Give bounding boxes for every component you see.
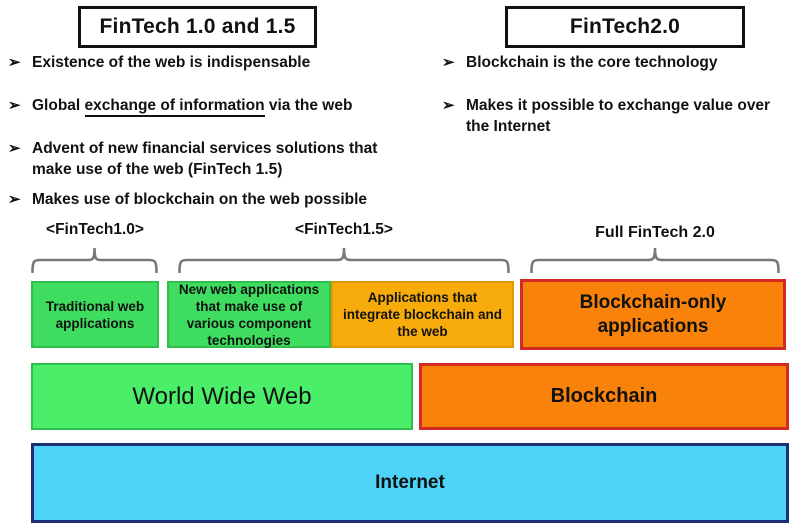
- box-traditional-web-apps: Traditional web applications: [31, 281, 159, 348]
- bullet-text: Advent of new financial services solutio…: [32, 140, 378, 178]
- box-blockchain-only-apps: Blockchain-only applications: [520, 279, 786, 350]
- title-box-fintech-2: FinTech2.0: [505, 6, 745, 48]
- box-label: Internet: [375, 472, 445, 493]
- bullet-text: Makes it possible to exchange value over…: [466, 97, 771, 135]
- label-fintech-1-5: <FinTech1.5>: [295, 221, 393, 238]
- box-internet: Internet: [31, 443, 789, 523]
- bullet-global-exchange: ➢ Global exchange of information via the…: [8, 95, 432, 117]
- box-label: Applications that integrate blockchain a…: [342, 290, 503, 339]
- brace-fintech-1-0: [31, 247, 158, 273]
- bullet-arrow-icon: ➢: [8, 97, 21, 114]
- box-blockchain: Blockchain: [419, 363, 789, 430]
- bullet-web-indispensable: ➢ Existence of the web is indispensable: [8, 52, 432, 73]
- bullet-text: Makes use of blockchain on the web possi…: [32, 191, 368, 208]
- bullet-text: Existence of the web is indispensable: [32, 54, 311, 71]
- bullet-arrow-icon: ➢: [442, 97, 455, 114]
- bullet-text-underlined: exchange of information: [84, 97, 265, 117]
- bullet-blockchain-on-web: ➢ Makes use of blockchain on the web pos…: [8, 189, 432, 210]
- bullet-exchange-value: ➢ Makes it possible to exchange value ov…: [442, 95, 772, 137]
- box-new-web-apps: New web applications that make use of va…: [167, 281, 331, 348]
- box-label: World Wide Web: [132, 382, 312, 410]
- label-full-fintech-2-0: Full FinTech 2.0: [595, 224, 715, 241]
- title-fintech-2: FinTech2.0: [569, 15, 681, 38]
- box-label: New web applications that make use of va…: [178, 281, 320, 348]
- title-fintech-1: FinTech 1.0 and 1.5: [99, 15, 296, 38]
- bullet-blockchain-core: ➢ Blockchain is the core technology: [442, 52, 782, 73]
- brace-full-fintech-2-0: [530, 247, 780, 273]
- brace-fintech-1-5: [178, 247, 510, 273]
- bullet-arrow-icon: ➢: [8, 140, 21, 157]
- title-box-fintech-1: FinTech 1.0 and 1.5: [78, 6, 317, 48]
- box-label: Blockchain: [550, 385, 658, 407]
- box-world-wide-web: World Wide Web: [31, 363, 413, 430]
- bullet-text-prefix: Global: [32, 97, 85, 114]
- bullet-text: Global exchange of information via the w…: [32, 95, 432, 117]
- box-label: Traditional web applications: [45, 298, 145, 331]
- bullet-arrow-icon: ➢: [8, 191, 21, 208]
- bullet-advent-services: ➢ Advent of new financial services solut…: [8, 138, 420, 180]
- box-label: Blockchain-only applications: [579, 291, 727, 337]
- bullet-text-suffix: via the web: [264, 97, 353, 114]
- bullet-arrow-icon: ➢: [442, 54, 455, 71]
- box-integrated-blockchain-web-apps: Applications that integrate blockchain a…: [331, 281, 514, 348]
- bullet-text: Blockchain is the core technology: [466, 54, 718, 71]
- label-fintech-1-0: <FinTech1.0>: [46, 221, 144, 238]
- bullet-arrow-icon: ➢: [8, 54, 21, 71]
